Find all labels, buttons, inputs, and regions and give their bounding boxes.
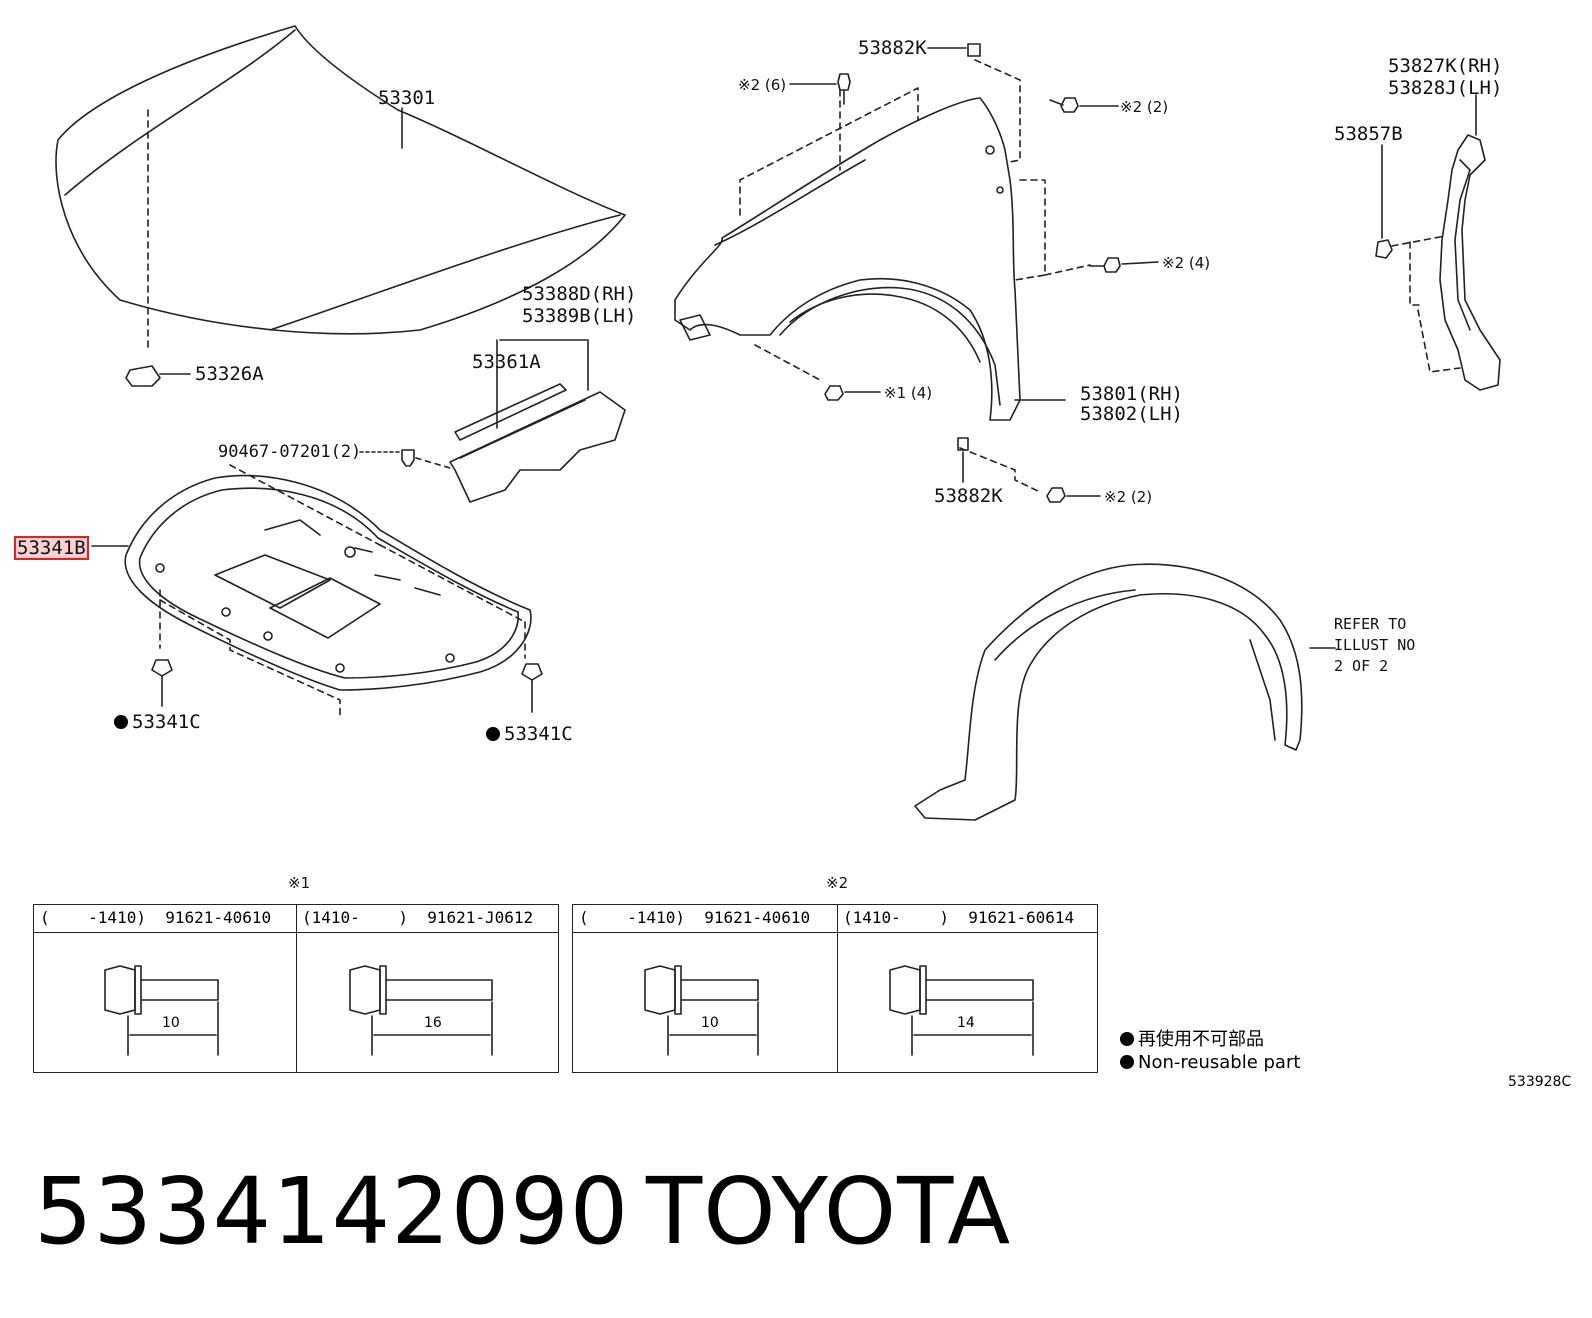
fender-liner-drawing bbox=[914, 563, 1336, 821]
non-reusable-dot-icon bbox=[486, 727, 500, 741]
hood-cushion-drawing bbox=[125, 365, 191, 387]
non-reusable-dot-icon bbox=[1120, 1032, 1134, 1046]
clip-90467-drawing bbox=[359, 449, 451, 469]
table1-left-dim: 10 bbox=[162, 1015, 180, 1031]
label-hood: 53301 bbox=[378, 87, 436, 109]
table-divider bbox=[837, 905, 838, 1072]
mark-fastener-top-left: ※2 (6) bbox=[738, 76, 787, 94]
table2-left-dim: 10 bbox=[701, 1015, 719, 1031]
seal-drawing bbox=[449, 339, 626, 503]
label-hood-insulator: 53341B bbox=[14, 536, 89, 560]
table2-right-dim: 14 bbox=[957, 1015, 975, 1031]
label-bracket-clip: 53857B bbox=[1334, 123, 1403, 145]
table-divider bbox=[296, 905, 297, 1072]
fender-fasteners-drawing bbox=[789, 43, 1159, 503]
non-reusable-dot-icon bbox=[1120, 1055, 1134, 1069]
footer-brand: TOYOTA bbox=[646, 1158, 1012, 1265]
mark-fastener-lower: ※1 (4) bbox=[884, 384, 933, 402]
label-bracket-lh: 53828J(LH) bbox=[1388, 77, 1503, 99]
insulator-clips-drawing bbox=[151, 659, 543, 713]
label-insulator-clip-left: 53341C bbox=[114, 712, 201, 732]
label-fender-clip-bottom: 53882K bbox=[934, 485, 1003, 507]
table2-mark: ※2 bbox=[826, 874, 849, 892]
fastener-table-2: ( -1410) 91621-40610 (1410- ) 91621-6061… bbox=[572, 904, 1098, 1073]
mark-fastener-bottom: ※2 (2) bbox=[1104, 488, 1153, 506]
bracket-drawing bbox=[1375, 94, 1501, 391]
legend-english: Non-reusable part bbox=[1120, 1052, 1300, 1073]
table1-mark: ※1 bbox=[288, 874, 311, 892]
label-seal-main: 53361A bbox=[472, 351, 541, 373]
bolt-illustrations bbox=[104, 965, 1034, 1056]
label-bracket-rh: 53827K(RH) bbox=[1388, 55, 1503, 77]
label-fender-rh: 53801(RH) bbox=[1080, 383, 1183, 405]
label-seal-lh: 53389B(LH) bbox=[522, 305, 637, 327]
label-fender-lh: 53802(LH) bbox=[1080, 403, 1183, 425]
label-hood-cushion: 53326A bbox=[195, 363, 264, 385]
footer-part-number: 5334142090 bbox=[34, 1158, 630, 1265]
label-seal-rh: 53388D(RH) bbox=[522, 283, 637, 305]
mark-fastener-top-right: ※2 (2) bbox=[1120, 98, 1169, 116]
fastener-table-1: ( -1410) 91621-40610 (1410- ) 91621-J061… bbox=[33, 904, 559, 1073]
refer-note: REFER TO ILLUST NO 2 OF 2 bbox=[1334, 615, 1416, 675]
legend-japanese: 再使用不可部品 bbox=[1120, 1025, 1264, 1051]
table1-left-header: ( -1410) 91621-40610 bbox=[40, 908, 272, 927]
mark-fastener-mid-right: ※2 (4) bbox=[1162, 254, 1211, 272]
non-reusable-dot-icon bbox=[114, 715, 128, 729]
hood-drawing bbox=[55, 25, 626, 351]
table2-right-header: (1410- ) 91621-60614 bbox=[843, 908, 1075, 927]
label-fender-clip-top: 53882K bbox=[858, 37, 927, 59]
label-clip-90467: 90467-07201(2) bbox=[218, 442, 362, 462]
hood-insulator-drawing bbox=[91, 464, 532, 717]
table1-right-header: (1410- ) 91621-J0612 bbox=[302, 908, 534, 927]
table1-right-dim: 16 bbox=[424, 1015, 442, 1031]
label-insulator-clip-right: 53341C bbox=[486, 724, 573, 744]
table2-left-header: ( -1410) 91621-40610 bbox=[579, 908, 811, 927]
table-header-row bbox=[573, 905, 1097, 933]
fender-drawing bbox=[674, 59, 1091, 493]
figure-code: 533928C bbox=[1508, 1074, 1572, 1090]
